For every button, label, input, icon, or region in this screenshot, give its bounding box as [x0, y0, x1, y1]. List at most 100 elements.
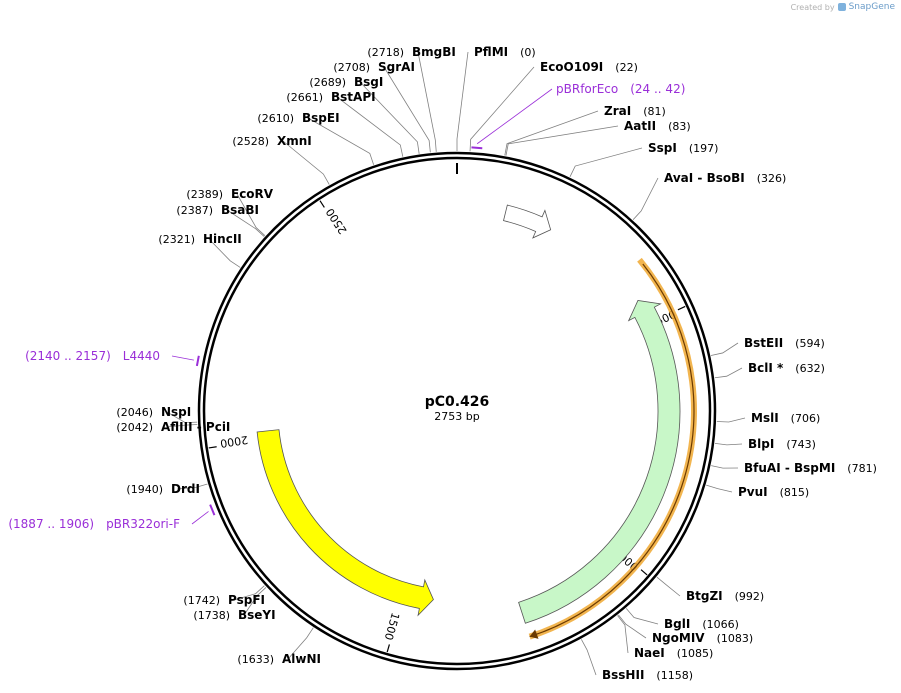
site-label-msli[interactable]: MslI(706)	[751, 411, 820, 425]
tick-label: 1500	[382, 611, 402, 642]
site-label-btgzi[interactable]: BtgZI(992)	[686, 589, 764, 603]
site-name: XmnI	[277, 134, 312, 148]
plasmid-name: pC0.426	[425, 394, 490, 410]
site-position: (2610)	[257, 112, 294, 125]
site-position: (706)	[791, 412, 821, 425]
orf-arrowhead-icon	[529, 629, 539, 639]
primer-label-pbrforeco[interactable]: pBRforEco(24 .. 42)	[556, 82, 685, 96]
site-leader-line	[706, 484, 733, 493]
site-label-bsteii[interactable]: BstEII (594)	[744, 336, 825, 350]
site-label-avai-bsobi[interactable]: AvaI - BsoBI(326)	[664, 171, 786, 185]
site-label-bcli[interactable]: BclI *(632)	[748, 361, 825, 375]
site-label-bsgi[interactable]: BsgI(2689)	[309, 75, 383, 89]
primer-leader-line	[191, 511, 209, 525]
site-label-sgrai[interactable]: SgrAI(2708)	[333, 60, 414, 74]
site-label-afliii-pcii[interactable]: AflIII - PciI(2042)	[116, 420, 230, 434]
primer-label-l4440[interactable]: L4440(2140 .. 2157)	[25, 349, 160, 363]
site-label-drdi[interactable]: DrdI(1940)	[126, 482, 200, 496]
site-name: AvaI - BsoBI	[664, 171, 745, 185]
site-label-hincii[interactable]: HincII(2321)	[158, 232, 241, 246]
feature-smr[interactable]	[518, 300, 681, 624]
tick-mark	[677, 305, 686, 311]
primer-range: (2140 .. 2157)	[25, 349, 111, 363]
site-name: PspFI	[228, 593, 265, 607]
site-label-bspei[interactable]: BspEI(2610)	[257, 111, 339, 125]
site-position: (1738)	[193, 609, 230, 622]
site-label-pvui[interactable]: PvuI(815)	[738, 485, 809, 499]
site-name: BstEII	[744, 336, 783, 350]
site-label-pspfi[interactable]: PspFI(1742)	[183, 593, 265, 607]
site-label-zrai[interactable]: ZraI(81)	[604, 104, 666, 118]
site-position: (992)	[735, 590, 765, 603]
site-label-bgli[interactable]: BglI(1066)	[664, 617, 739, 631]
site-label-ecorv[interactable]: EcoRV(2389)	[186, 187, 273, 201]
site-label-bsabi[interactable]: BsaBI(2387)	[176, 203, 259, 217]
site-position: (1940)	[126, 483, 163, 496]
site-name: EcoO109I	[540, 60, 603, 74]
site-label-pflmi[interactable]: PflMI (0)	[474, 45, 536, 59]
site-leader-line	[208, 238, 241, 268]
site-label-sspi[interactable]: SspI(197)	[648, 141, 718, 155]
site-name: EcoRV	[231, 187, 274, 201]
tick-mark	[319, 200, 325, 208]
site-label-bstapi[interactable]: BstAPI(2661)	[286, 90, 375, 104]
site-name: AflIII - PciI	[161, 420, 230, 434]
primer-range: (24 .. 42)	[630, 82, 685, 96]
site-label-bfuai-bspmi[interactable]: BfuAI - BspMI (781)	[744, 461, 877, 475]
site-leader-line	[287, 627, 314, 660]
site-position: (2718)	[367, 46, 404, 59]
site-position: (1158)	[656, 669, 693, 682]
site-label-xmni[interactable]: XmnI (2528)	[232, 134, 311, 148]
site-leader-line	[383, 66, 431, 153]
primer-mark[interactable]	[195, 355, 200, 367]
site-leader-line	[569, 147, 643, 178]
site-position: (2528)	[232, 135, 269, 148]
site-label-bmgbi[interactable]: BmgBI(2718)	[367, 45, 455, 59]
site-position: (0)	[520, 46, 536, 59]
primer-mark[interactable]	[209, 504, 216, 516]
site-name: BclI *	[748, 361, 784, 375]
site-leader-line	[711, 465, 739, 469]
created-by-text: Created by	[790, 2, 835, 12]
site-label-alwni[interactable]: AlwNI(1633)	[237, 652, 321, 666]
site-label-nspi[interactable]: NspI(2046)	[116, 405, 191, 419]
feature-ampr-promoter[interactable]	[503, 204, 552, 239]
site-name: BfuAI - BspMI	[744, 461, 835, 475]
site-leader-line	[617, 615, 629, 654]
site-position: (781)	[847, 462, 877, 475]
feature-ori[interactable]	[256, 429, 434, 617]
site-label-blpi[interactable]: BlpI(743)	[748, 437, 816, 451]
site-position: (2689)	[309, 76, 346, 89]
site-labels[interactable]: PflMI (0) EcoO109I(22) ZraI(81)AatII(83) Ssp…	[8, 45, 877, 682]
site-name: PvuI	[738, 485, 768, 499]
site-leader-line	[618, 614, 647, 639]
site-label-ngomiv[interactable]: NgoMIV(1083)	[652, 631, 753, 645]
site-label-bsshii[interactable]: BssHII (1158)	[602, 668, 693, 682]
primer-mark[interactable]	[471, 146, 483, 150]
site-name: AlwNI	[282, 652, 321, 666]
backbone-outer-ring	[197, 151, 717, 671]
site-name: BseYI	[238, 608, 276, 622]
site-name: BssHII	[602, 668, 644, 682]
site-label-naei[interactable]: NaeI(1085)	[634, 646, 713, 660]
site-name: NspI	[161, 405, 191, 419]
site-label-aatii[interactable]: AatII(83)	[624, 119, 691, 133]
site-name: PflMI	[474, 45, 508, 59]
site-label-ecoo109i[interactable]: EcoO109I(22)	[540, 60, 638, 74]
site-leaders	[166, 51, 746, 676]
site-leader-line	[504, 110, 599, 156]
feature-arrows[interactable]	[195, 146, 697, 640]
site-leader-line	[580, 639, 597, 676]
primer-leader-line	[476, 88, 553, 145]
site-position: (594)	[795, 337, 825, 350]
site-position: (83)	[668, 120, 691, 133]
site-name: ZraI	[604, 104, 631, 118]
site-name: BsaBI	[221, 203, 259, 217]
site-name: NaeI	[634, 646, 665, 660]
site-position: (2661)	[286, 91, 323, 104]
site-label-bseyi[interactable]: BseYI (1738)	[193, 608, 275, 622]
site-leader-line	[710, 342, 739, 356]
tick-label: 2500	[323, 206, 349, 237]
primer-label-pbr322ori-f[interactable]: pBR322ori-F(1887 .. 1906)	[8, 517, 180, 531]
